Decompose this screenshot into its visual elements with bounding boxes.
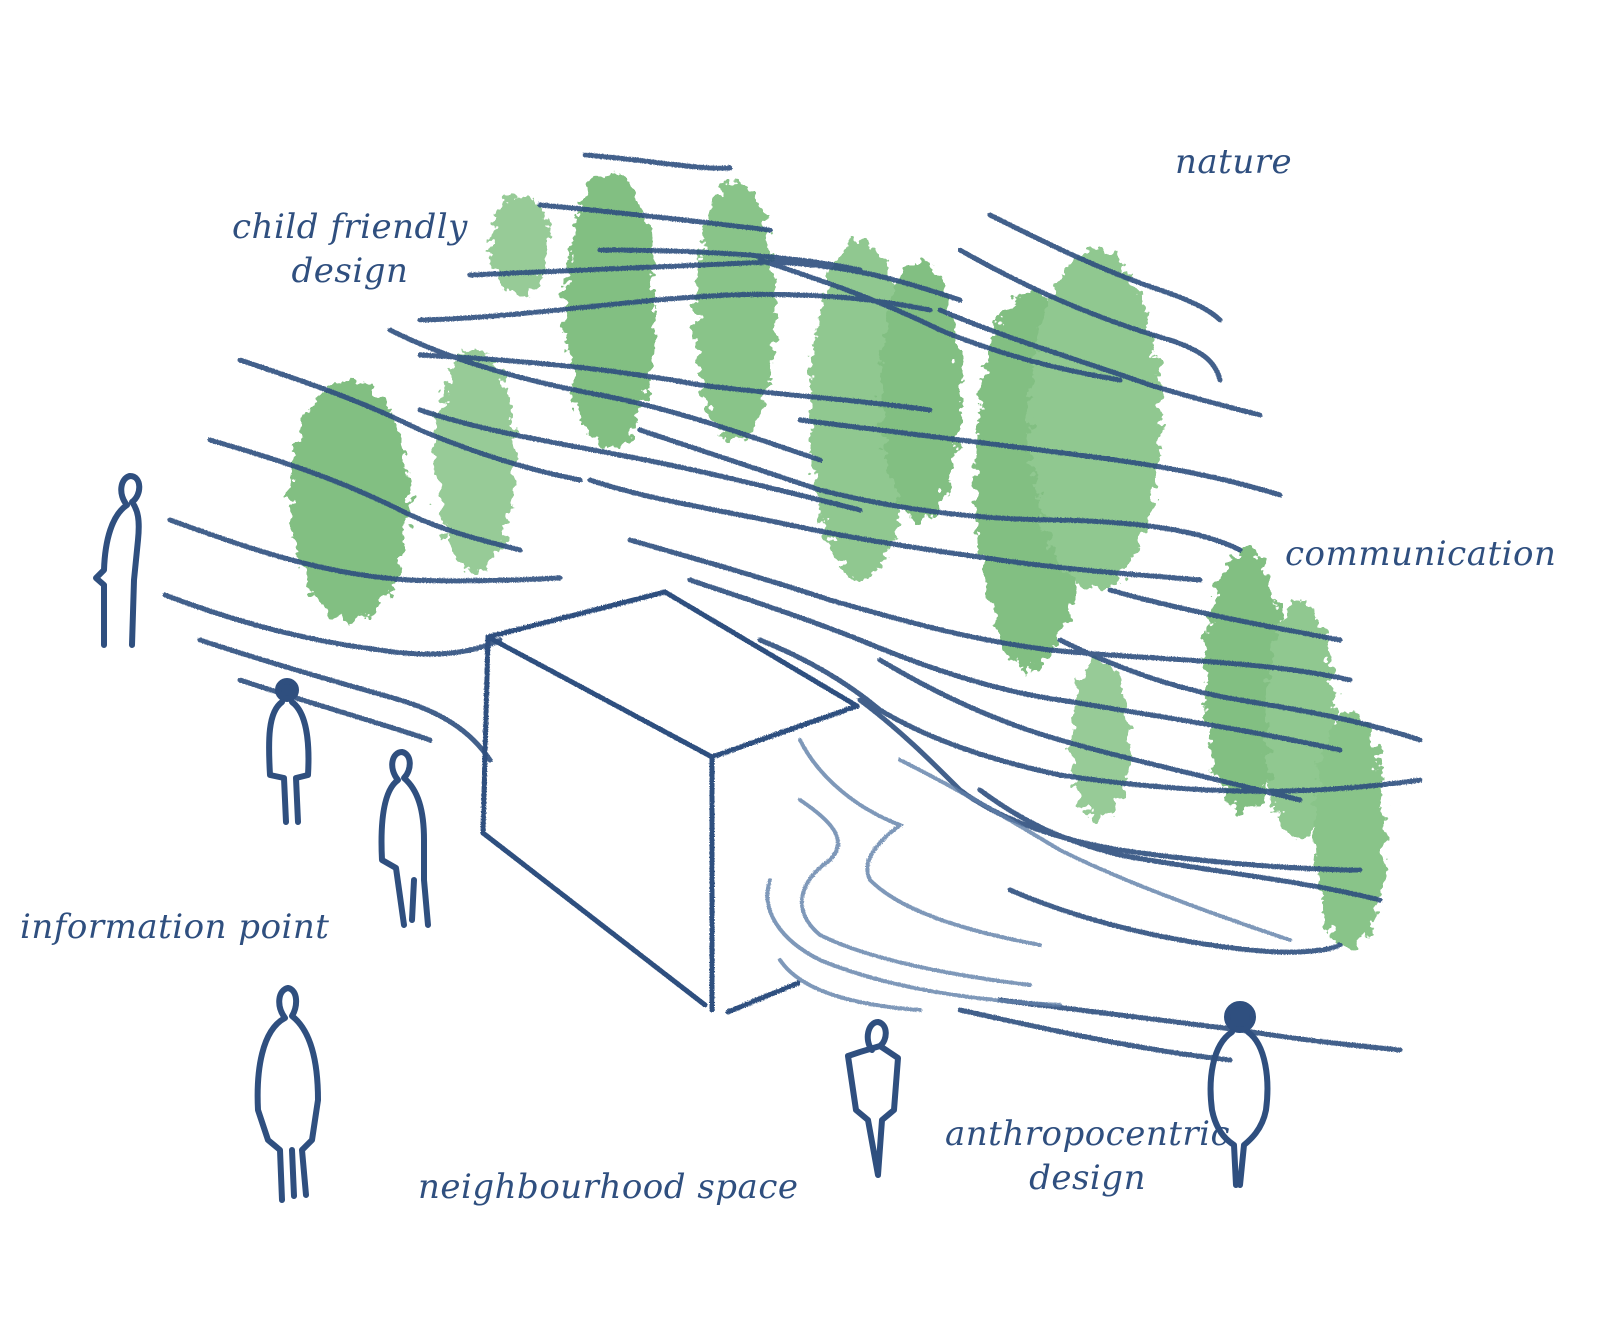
contour-line: [417, 407, 863, 513]
contour-line: [467, 259, 963, 303]
contour-line: [1007, 887, 1343, 955]
contour-line: [937, 307, 1263, 418]
box-top-edge: [709, 703, 860, 760]
contour-line: [637, 427, 1243, 553]
tree: [435, 350, 515, 570]
contour-line: [237, 677, 433, 743]
contour-line: [1057, 637, 1423, 743]
contour-line: [537, 202, 773, 233]
contour-line: [987, 212, 1223, 323]
path-contours: [765, 738, 1292, 1012]
contour-line: [582, 152, 733, 171]
tree: [880, 260, 960, 520]
tree: [695, 180, 775, 440]
label-communication: communication: [1285, 532, 1556, 576]
box-top-edge: [485, 589, 668, 640]
label-neighbourhood-space-text: neighbourhood space: [418, 1167, 799, 1207]
contour-line: [797, 417, 1283, 498]
box-vertical-edge: [480, 634, 491, 836]
contour-line: [587, 477, 1203, 583]
contour-line: [757, 257, 1123, 383]
tree: [1030, 250, 1160, 590]
box-bottom-edge: [725, 980, 801, 1015]
label-anthropocentric-line1: anthropocentric: [945, 1114, 1231, 1154]
people: [93, 473, 1271, 1203]
person-figure: [93, 473, 143, 648]
contour-line: [957, 247, 1223, 383]
label-neighbourhood-space: neighbourhood space: [418, 1165, 799, 1209]
box-top-edge: [485, 634, 715, 760]
tree: [1265, 600, 1335, 840]
label-child-friendly-line1: child friendly: [232, 207, 468, 247]
label-child-friendly-design: child friendly design: [232, 205, 468, 293]
tree: [565, 170, 655, 450]
tree: [1070, 660, 1130, 820]
label-nature: nature: [1175, 140, 1292, 184]
person-figure: [845, 1019, 901, 1178]
box-bottom-edge: [480, 830, 708, 1008]
person-figure: [1207, 1001, 1271, 1188]
contour-line: [597, 247, 863, 273]
contour-line: [207, 437, 523, 553]
contour-line: [237, 357, 583, 483]
tree: [1205, 550, 1285, 810]
person-figure: [378, 749, 431, 928]
contour-line: [977, 787, 1383, 903]
trees: [290, 170, 1385, 950]
contour-line: [162, 592, 503, 657]
contour-line: [167, 517, 563, 584]
label-communication-text: communication: [1285, 534, 1557, 574]
contour-line: [687, 577, 1343, 753]
contour-line: [197, 637, 493, 763]
tree: [490, 195, 550, 295]
contour-line: [798, 798, 1032, 987]
label-information-point: information point: [20, 905, 329, 949]
terrain-contours: [162, 152, 1423, 1063]
label-information-point-text: information point: [20, 907, 330, 947]
info-box: [480, 589, 860, 1015]
person-figure: [254, 985, 321, 1203]
tree: [290, 380, 410, 620]
contour-line: [957, 1007, 1233, 1063]
label-anthropocentric-line2: design: [1029, 1158, 1146, 1199]
contour-line: [387, 327, 823, 463]
contour-line: [877, 657, 1303, 803]
contour-line: [765, 878, 1062, 1007]
contour-line: [898, 758, 1292, 942]
label-child-friendly-line2: design: [291, 251, 409, 292]
label-anthropocentric-design: anthropocentric design: [945, 1112, 1230, 1200]
person-figure: [266, 678, 312, 825]
contour-line: [798, 738, 1042, 947]
contour-line: [778, 958, 922, 1012]
contour-line: [1107, 587, 1343, 643]
contour-line: [417, 352, 933, 413]
label-nature-text: nature: [1175, 142, 1293, 182]
contour-line: [997, 997, 1403, 1053]
contour-line: [627, 537, 1353, 683]
box-top-edge: [662, 589, 860, 709]
